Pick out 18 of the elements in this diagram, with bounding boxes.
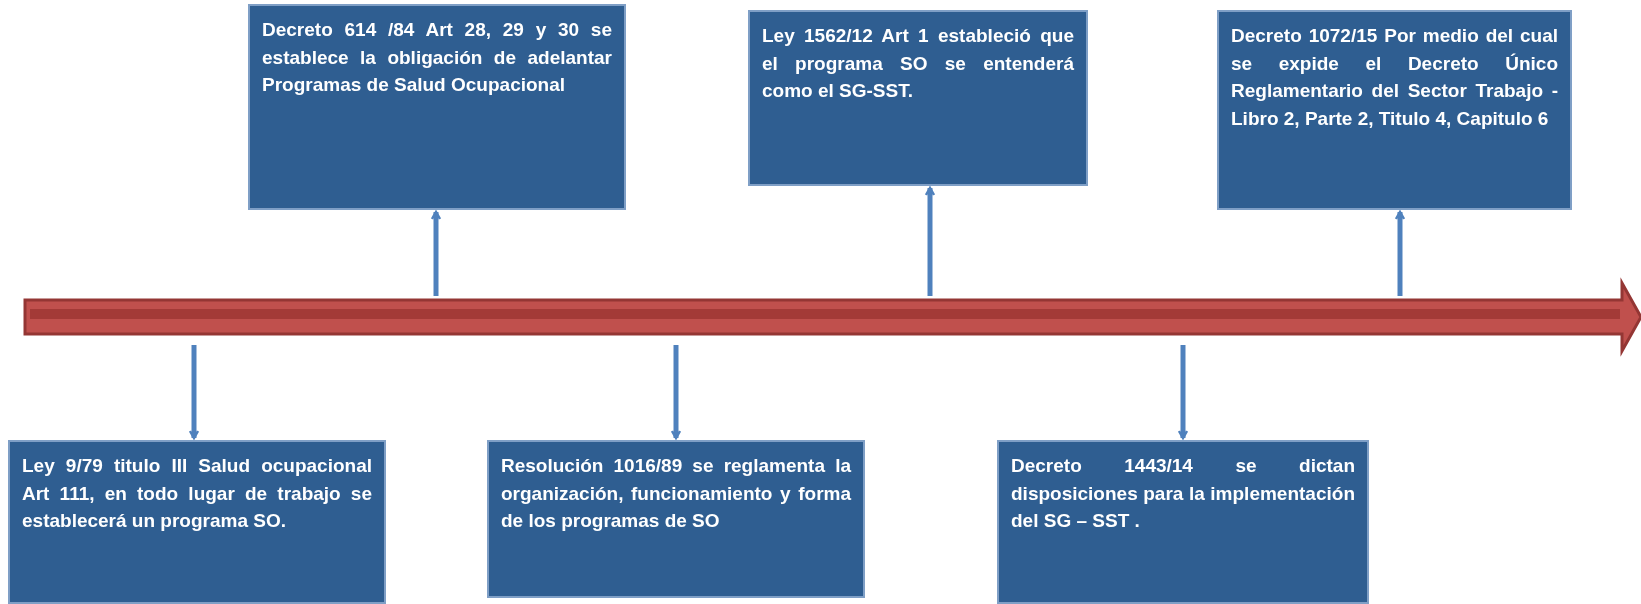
event-text: Decreto 1443/14 se dictan disposiciones para la implementación del SG – SST .	[1011, 454, 1355, 534]
event-box	[248, 4, 626, 210]
event-box	[1217, 10, 1572, 210]
arrow	[670, 345, 682, 440]
arrow	[1177, 345, 1189, 440]
event-box	[997, 440, 1369, 604]
arrow	[188, 345, 200, 440]
arrow	[430, 210, 442, 296]
event-text: Decreto 614 /84 Art 28, 29 y 30 se establece la obligación de adelantar Programas de Salud Ocupacional	[262, 18, 612, 98]
event-text: Resolución 1016/89 se reglamenta la organización, funcionamiento y forma de los programas de SO	[501, 454, 851, 534]
event-text: Ley 1562/12 Art 1 estableció que el programa SO se entenderá como el SG-SST.	[762, 24, 1074, 104]
event-box	[8, 440, 386, 604]
event-text: Decreto 1072/15 Por medio del cual se expide el Decreto Único Reglamentario del Sector Trabajo - Libro 2, Parte 2, Titulo 4, Capitulo 6	[1231, 24, 1558, 131]
event-box	[487, 440, 865, 598]
arrow	[924, 186, 936, 296]
event-box	[748, 10, 1088, 186]
event-text: Ley 9/79 titulo III Salud ocupacional Art 111, en todo lugar de trabajo se establecerá un programa SO.	[22, 454, 372, 534]
arrow	[1394, 210, 1406, 296]
